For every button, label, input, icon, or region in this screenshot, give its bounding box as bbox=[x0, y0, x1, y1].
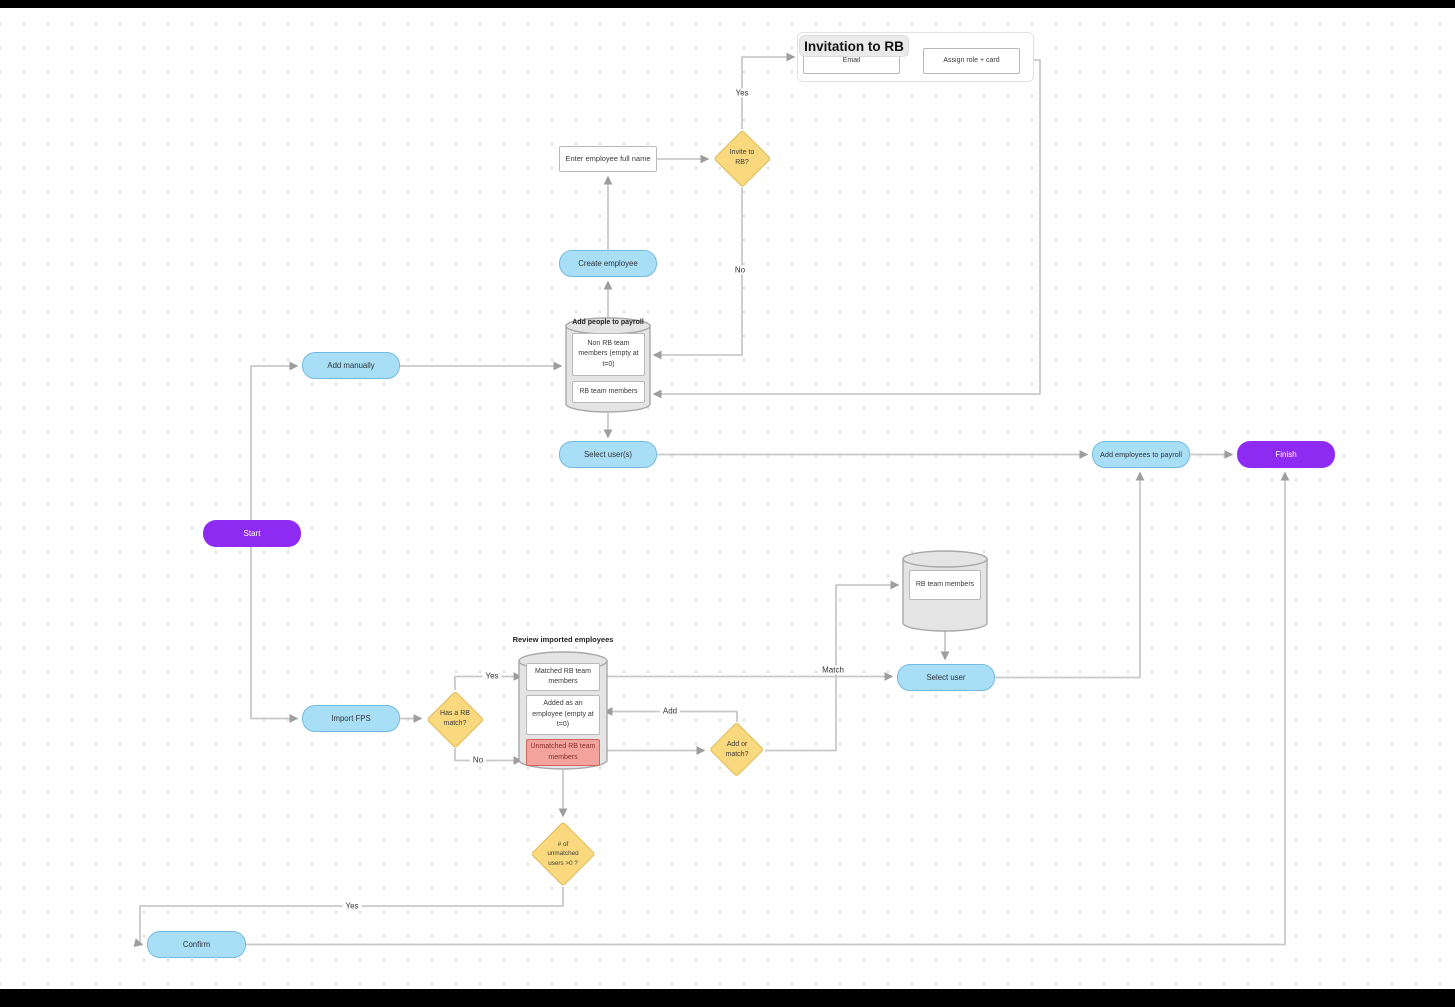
added-employee-item[interactable]: Added as an employee (empty at t=0) bbox=[526, 695, 600, 735]
edge-confirm-to-finish bbox=[246, 471, 1290, 946]
rb-members-database-top[interactable] bbox=[902, 550, 988, 568]
decision-has-match-label: Has a RB match? bbox=[440, 709, 470, 728]
edge-start-to-import-fps bbox=[250, 547, 299, 723]
select-user-step[interactable]: Select user bbox=[897, 664, 995, 691]
edge-start-to-add-manually bbox=[250, 361, 299, 520]
edge-label-match[interactable]: Match bbox=[819, 665, 847, 675]
start-node[interactable]: Start bbox=[203, 520, 301, 547]
edge-addmatch-add-to-added-box bbox=[603, 707, 738, 722]
decision-add-or-match-label: Add or match? bbox=[725, 740, 749, 759]
confirm-step[interactable]: Confirm bbox=[147, 931, 246, 958]
edge-label-invite-yes[interactable]: Yes bbox=[732, 88, 752, 98]
decision-unmatched-users[interactable]: # of unmatched users >0 ? bbox=[530, 821, 596, 887]
decision-invite-label: Invite to RB? bbox=[729, 148, 755, 167]
edge-label-invite-no[interactable]: No bbox=[731, 265, 749, 275]
edge-select-user-to-add-employees bbox=[995, 471, 1145, 679]
rb-members-item[interactable]: RB team members bbox=[572, 381, 645, 403]
import-fps-step[interactable]: Import FPS bbox=[302, 705, 400, 732]
edge-invite-yes-to-email bbox=[741, 52, 796, 129]
edge-invite-no-to-nonrb-box bbox=[652, 187, 743, 360]
finish-node[interactable]: Finish bbox=[1237, 441, 1335, 468]
edge-label-match-yes[interactable]: Yes bbox=[482, 671, 502, 681]
decision-invite-to-rb[interactable]: Invite to RB? bbox=[713, 129, 771, 187]
edge-frame-to-rb-members-box bbox=[652, 59, 1041, 399]
top-letterbox-bar bbox=[0, 0, 1455, 8]
decision-unmatched-label: # of unmatched users >0 ? bbox=[547, 840, 579, 867]
add-manually-step[interactable]: Add manually bbox=[302, 352, 400, 379]
enter-employee-name-step[interactable]: Enter employee full name bbox=[559, 146, 657, 172]
review-database-title: Review imported employees bbox=[512, 635, 614, 644]
rb-team-members-item[interactable]: RB team members bbox=[909, 570, 981, 600]
select-users-step[interactable]: Select user(s) bbox=[559, 441, 657, 468]
edge-count-yes-to-confirm bbox=[133, 887, 564, 948]
create-employee-step[interactable]: Create employee bbox=[559, 250, 657, 277]
matched-members-item[interactable]: Matched RB team members bbox=[526, 663, 600, 691]
unmatched-members-item[interactable]: Unmatched RB team members bbox=[526, 739, 600, 766]
non-rb-members-item[interactable]: Non RB team members (empty at t=0) bbox=[572, 333, 645, 376]
edge-label-add[interactable]: Add bbox=[659, 706, 681, 716]
decision-add-or-match[interactable]: Add or match? bbox=[709, 722, 765, 778]
decision-has-rb-match[interactable]: Has a RB match? bbox=[426, 690, 484, 748]
invitation-frame-title[interactable]: Invitation to RB bbox=[800, 36, 908, 56]
edge-label-unmatched-yes[interactable]: Yes bbox=[342, 901, 362, 911]
edge-label-match-no[interactable]: No bbox=[469, 755, 487, 765]
bottom-letterbox-bar bbox=[0, 989, 1455, 1007]
assign-role-card-step[interactable]: Assign role + card bbox=[923, 48, 1020, 74]
edge-match-no-to-unmatched-box bbox=[454, 748, 523, 765]
payroll-database-title: Add people to payroll bbox=[572, 319, 644, 326]
add-employees-to-payroll-step[interactable]: Add employees to payroll bbox=[1092, 441, 1190, 468]
